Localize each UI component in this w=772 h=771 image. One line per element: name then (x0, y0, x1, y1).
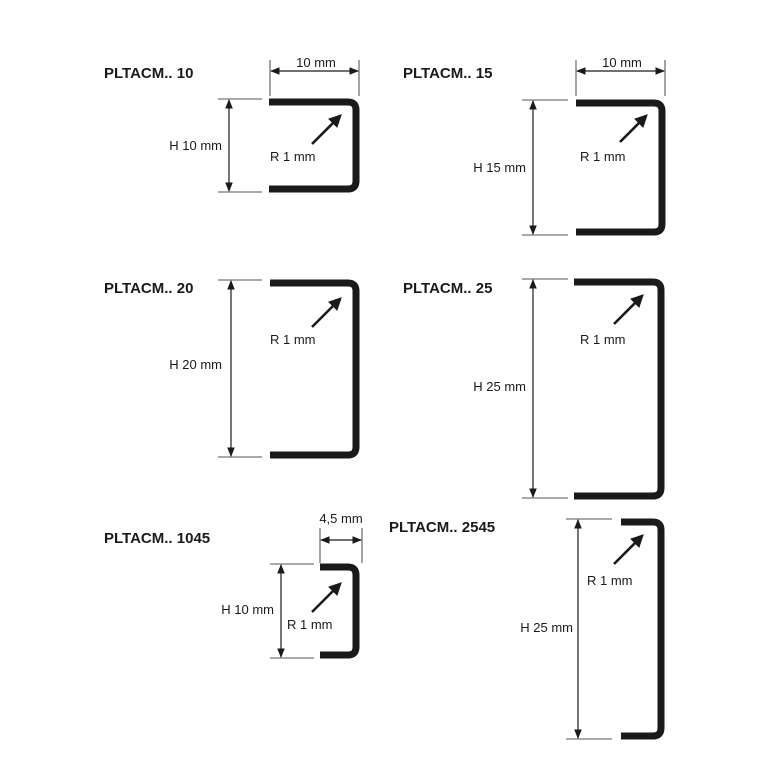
radius-label: R 1 mm (580, 149, 626, 164)
radius-arrow (613, 534, 644, 565)
radius-arrow (311, 582, 342, 613)
radius-label: R 1 mm (287, 617, 333, 632)
height-label: H 25 mm (473, 379, 526, 394)
profile-code: PLTACM.. 25 (403, 280, 492, 297)
profile-code: PLTACM.. 2545 (389, 519, 495, 536)
radius-arrow (311, 114, 342, 145)
profile-shape (270, 279, 360, 459)
radius-label: R 1 mm (580, 332, 626, 347)
radius-arrow (311, 297, 342, 328)
profile-shape (621, 518, 665, 740)
profile-pltacm-2545: PLTACM.. 2545 H 25 mm R 1 mm (389, 518, 665, 740)
height-label: H 10 mm (169, 138, 222, 153)
radius-label: R 1 mm (270, 149, 316, 164)
profile-code: PLTACM.. 10 (104, 65, 193, 82)
height-label: H 10 mm (221, 602, 274, 617)
profile-shape (574, 278, 665, 500)
height-label: H 20 mm (169, 357, 222, 372)
profile-shape (320, 563, 360, 659)
width-label: 4,5 mm (319, 511, 362, 526)
width-label: 10 mm (602, 55, 642, 70)
radius-arrow (613, 294, 644, 325)
profile-code: PLTACM.. 20 (104, 280, 193, 297)
radius-label: R 1 mm (270, 332, 316, 347)
height-label: H 25 mm (520, 620, 573, 635)
profile-code: PLTACM.. 1045 (104, 530, 210, 547)
width-label: 10 mm (296, 55, 336, 70)
profile-pltacm-10: PLTACM.. 10 10 mm H 10 mm R 1 mm (104, 55, 360, 193)
profile-pltacm-25: PLTACM.. 25 H 25 mm R 1 mm (403, 278, 665, 500)
profile-pltacm-15: PLTACM.. 15 10 mm H 15 mm R 1 mm (403, 55, 666, 236)
profile-pltacm-1045: PLTACM.. 1045 4,5 mm H 10 mm R 1 mm (104, 511, 363, 659)
profile-code: PLTACM.. 15 (403, 65, 492, 82)
height-label: H 15 mm (473, 160, 526, 175)
profile-pltacm-20: PLTACM.. 20 H 20 mm R 1 mm (104, 279, 360, 459)
profile-shape (269, 98, 360, 193)
profile-shape (576, 99, 666, 236)
radius-label: R 1 mm (587, 573, 633, 588)
radius-arrow (619, 114, 648, 143)
